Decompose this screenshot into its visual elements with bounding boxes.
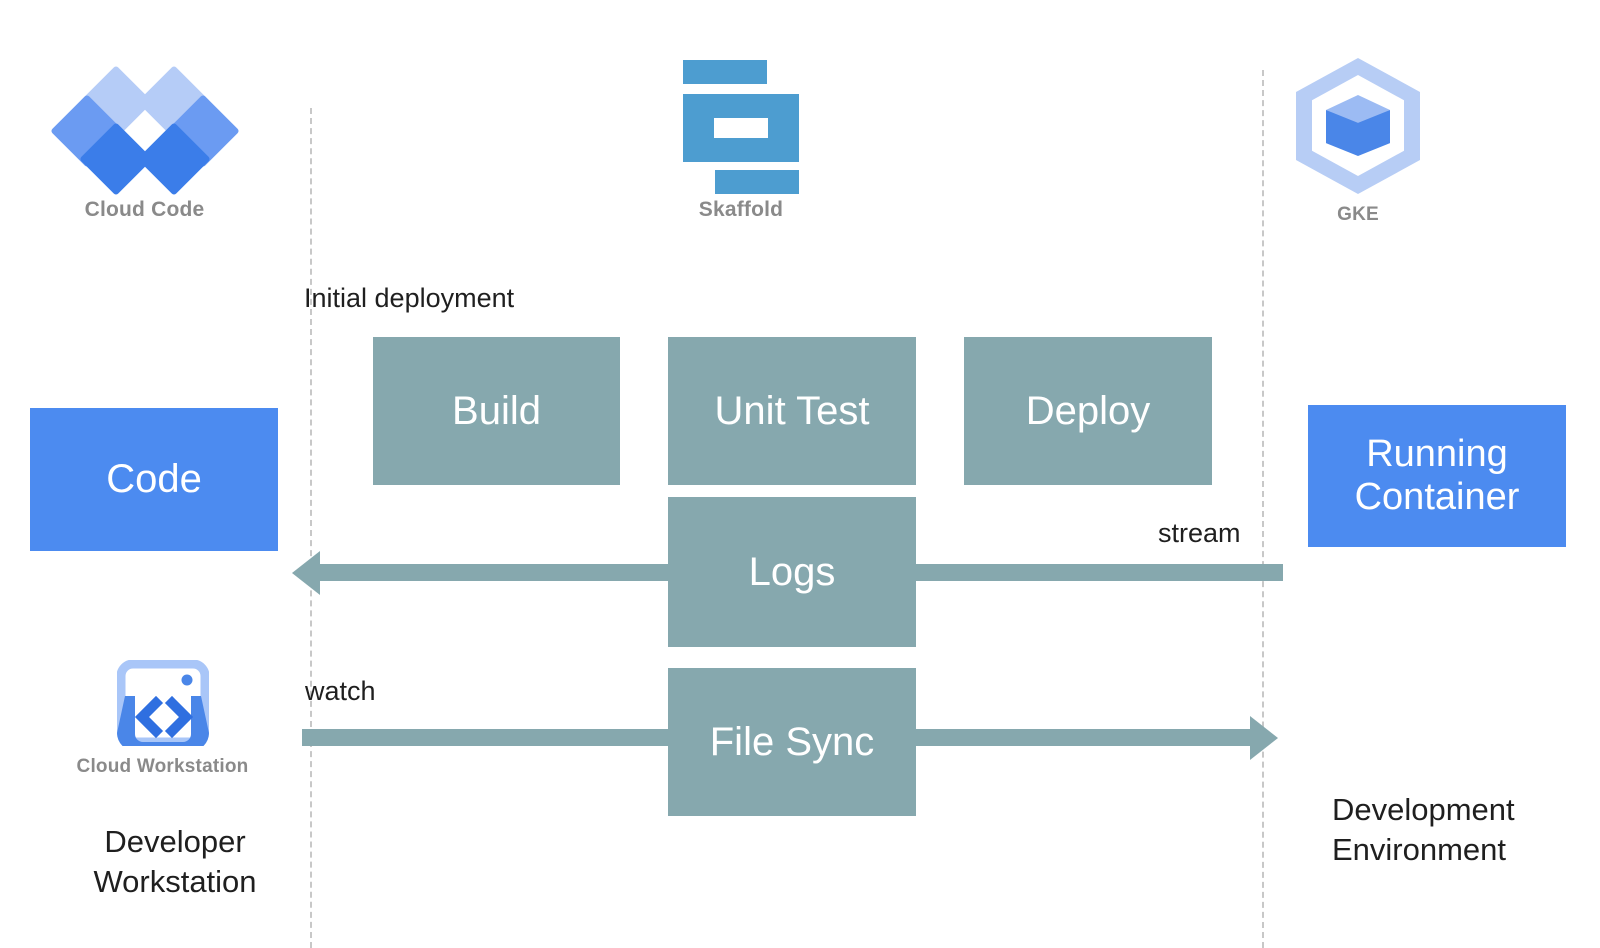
skaffold-logo-group: Skaffold [638,60,844,222]
stage-box-unit-test[interactable]: Unit Test [668,337,916,485]
skaffold-icon [679,60,803,194]
stage-label-unit-test: Unit Test [714,388,870,433]
developer-workstation-line1: Developer [104,824,246,859]
code-box-label: Code [106,457,202,502]
stage-label-file-sync: File Sync [709,719,875,764]
cloud-workstation-caption: Cloud Workstation [76,756,249,777]
running-container-box[interactable]: Running Container [1308,405,1566,547]
cloud-code-caption: Cloud Code [84,198,205,221]
gke-logo-group: GKE [1255,58,1461,226]
developer-workstation-label: Developer Workstation [60,822,290,901]
running-container-label-line2: Container [1354,476,1520,518]
stage-box-build[interactable]: Build [373,337,620,485]
developer-workstation-line2: Workstation [93,863,257,899]
skaffold-caption: Skaffold [698,198,784,221]
workstation-boundary-divider [310,108,312,948]
development-environment-line2: Environment [1332,831,1507,867]
gke-caption: GKE [1337,204,1379,225]
initial-deployment-label: Initial deployment [304,283,515,313]
stream-label: stream [1158,518,1241,548]
stage-label-deploy: Deploy [1025,388,1151,433]
watch-label: watch [305,676,376,706]
running-container-label-line1: Running [1366,433,1508,476]
stage-label-logs: Logs [748,549,836,594]
logs-stream-arrow-head-left-icon [292,551,320,595]
stage-box-deploy[interactable]: Deploy [964,337,1212,485]
cloud-code-logo-group: Cloud Code [42,65,247,222]
file-sync-arrow-head-right-icon [1250,716,1278,760]
development-environment-line1: Development [1332,792,1515,827]
cloud-workstation-icon [116,659,209,751]
cloud-code-icon [49,65,240,196]
environment-boundary-divider [1262,70,1264,948]
cloud-workstation-logo-group: Cloud Workstation [55,659,270,778]
code-box[interactable]: Code [30,408,278,551]
gke-icon [1296,58,1420,194]
stage-label-build: Build [452,388,541,433]
stage-box-logs[interactable]: Logs [668,497,916,647]
stage-box-file-sync[interactable]: File Sync [668,668,916,816]
development-environment-label: Development Environment [1332,790,1515,869]
